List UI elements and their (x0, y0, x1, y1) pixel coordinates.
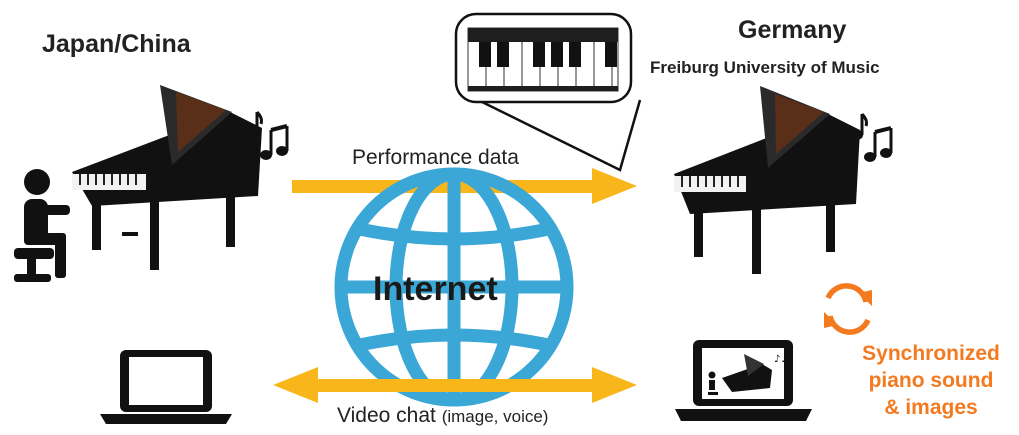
internet-label: Internet (373, 270, 498, 308)
sync-line-2: piano sound (868, 369, 994, 392)
music-note-left-icon (246, 110, 289, 160)
globe-icon (334, 167, 574, 407)
svg-text:♪♫: ♪♫ (774, 354, 789, 365)
right-site-subtitle: Freiburg University of Music (650, 58, 880, 77)
performance-data-label: Performance data (352, 146, 519, 169)
left-site-title: Japan/China (42, 30, 191, 58)
sync-icon (824, 283, 872, 335)
grand-piano-left-icon (72, 85, 262, 270)
sync-line-3: & images (884, 396, 978, 419)
video-chat-label: Video chat (image, voice) (337, 404, 548, 428)
grand-piano-right-icon (674, 86, 860, 274)
laptop-left-icon (100, 350, 232, 424)
video-chat-text: Video chat (337, 404, 436, 427)
keyboard-zoom-icon (454, 12, 642, 172)
sync-label: Synchronized piano sound & images (846, 340, 1016, 421)
music-note-right-icon (851, 112, 893, 162)
video-arrow (273, 367, 637, 403)
person-icon (14, 169, 70, 282)
sync-line-1: Synchronized (862, 342, 1000, 365)
video-chat-detail: (image, voice) (441, 407, 549, 426)
right-site-title: Germany (738, 16, 847, 44)
laptop-right-icon: ♪♫ (675, 340, 812, 421)
